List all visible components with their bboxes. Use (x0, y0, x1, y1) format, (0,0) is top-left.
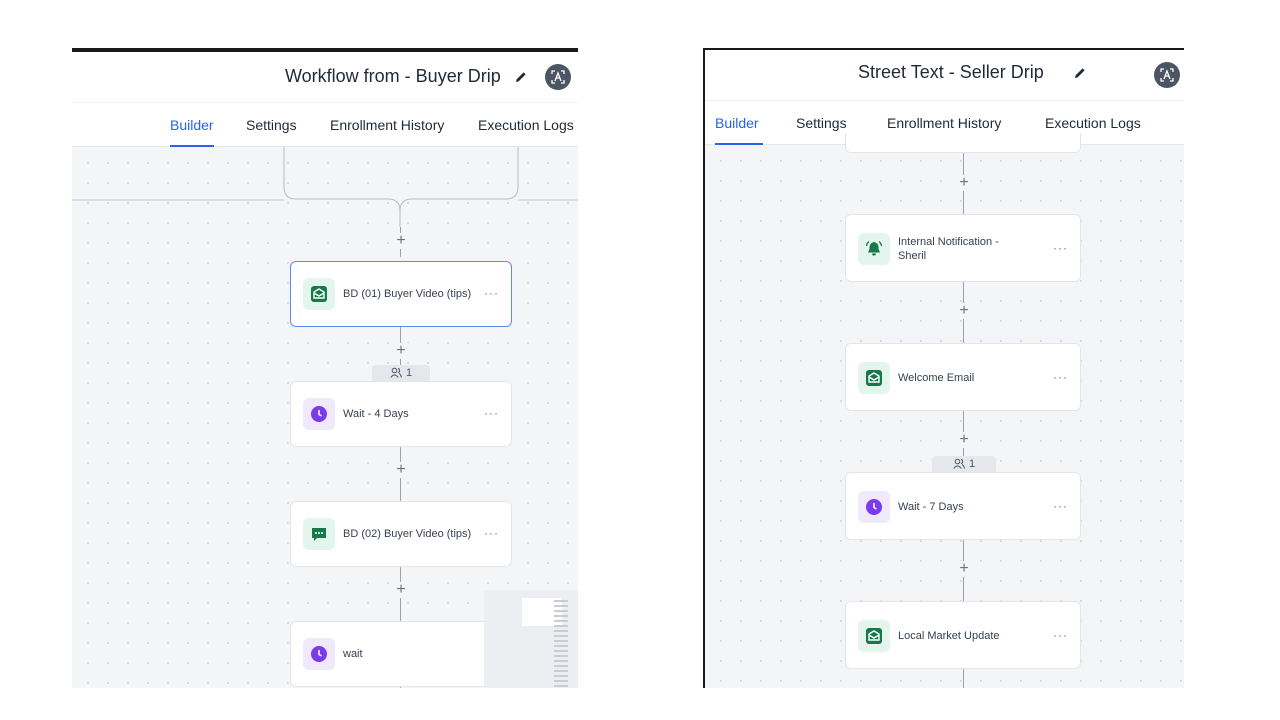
minimap-steps (554, 600, 568, 688)
workflow-panel-seller-drip: Street Text - Seller Drip Builder Settin… (703, 48, 1184, 688)
enrollment-count: 1 (405, 367, 413, 379)
add-step-plus[interactable]: + (393, 343, 409, 359)
clock-icon (303, 398, 335, 430)
node-more-menu[interactable]: ··· (1053, 370, 1068, 384)
workflow-tabs: Builder Settings Enrollment History Exec… (72, 102, 578, 147)
clock-icon (858, 491, 890, 523)
node-label: Wait - 7 Days (898, 501, 964, 513)
email-icon (858, 362, 890, 394)
edit-pencil-icon[interactable] (1073, 66, 1087, 80)
workflow-header: Street Text - Seller Drip (705, 50, 1184, 100)
node-label: BD (01) Buyer Video (tips) (343, 288, 472, 300)
tab-execution-logs[interactable]: Execution Logs (1045, 115, 1141, 131)
workflow-node[interactable]: BD (01) Buyer Video (tips) ··· (290, 261, 512, 327)
node-label: Wait - 4 Days (343, 408, 409, 420)
node-more-menu[interactable]: ··· (484, 286, 499, 300)
clock-icon (303, 638, 335, 670)
workflow-canvas[interactable]: + Internal Notification - Sheril ··· + W… (705, 133, 1184, 688)
node-more-menu[interactable]: ··· (484, 526, 499, 540)
add-step-plus[interactable]: + (393, 462, 409, 478)
users-icon (390, 367, 402, 378)
workflow-node[interactable]: wait (290, 621, 512, 687)
workflow-header: Workflow from - Buyer Drip (72, 52, 578, 102)
add-step-plus[interactable]: + (393, 582, 409, 598)
workflow-node-partial[interactable] (845, 133, 1081, 153)
tab-enrollment-history[interactable]: Enrollment History (887, 115, 1002, 131)
enrollment-count: 1 (968, 458, 976, 470)
edit-pencil-icon[interactable] (514, 70, 528, 84)
workflow-node[interactable]: Wait - 4 Days ··· (290, 381, 512, 447)
node-label: Internal Notification - Sheril (898, 236, 999, 262)
node-label: wait (343, 648, 363, 660)
active-tab-indicator (715, 143, 763, 145)
users-icon (953, 458, 965, 469)
add-step-plus[interactable]: + (956, 561, 972, 577)
tab-builder[interactable]: Builder (170, 117, 214, 133)
node-more-menu[interactable]: ··· (1053, 628, 1068, 642)
tab-settings[interactable]: Settings (246, 117, 297, 133)
node-more-menu[interactable]: ··· (484, 406, 499, 420)
tab-execution-logs[interactable]: Execution Logs (478, 117, 574, 133)
workflow-title: Street Text - Seller Drip (858, 62, 1044, 82)
branch-merge-connector (72, 147, 578, 227)
canvas-minimap[interactable] (484, 590, 578, 688)
email-icon (858, 620, 890, 652)
workflow-node[interactable]: BD (02) Buyer Video (tips) ··· (290, 501, 512, 567)
node-more-menu[interactable]: ··· (1053, 499, 1068, 513)
enrollment-count-badge[interactable]: 1 (372, 365, 430, 381)
email-icon (303, 278, 335, 310)
active-tab-indicator (170, 145, 214, 147)
workflow-node[interactable]: Internal Notification - Sheril ··· (845, 214, 1081, 282)
node-label: Welcome Email (898, 372, 975, 384)
assistant-avatar-icon[interactable] (1154, 62, 1180, 88)
node-label: BD (02) Buyer Video (tips) (343, 528, 472, 540)
enrollment-count-badge[interactable]: 1 (932, 456, 996, 472)
add-step-plus[interactable]: + (956, 175, 972, 191)
add-step-plus[interactable]: + (956, 303, 972, 319)
sms-icon (303, 518, 335, 550)
bell-icon (858, 233, 890, 265)
workflow-node[interactable]: Wait - 7 Days ··· (845, 472, 1081, 540)
tab-settings[interactable]: Settings (796, 115, 847, 131)
add-step-plus[interactable]: + (956, 432, 972, 448)
node-more-menu[interactable]: ··· (1053, 241, 1068, 255)
tab-builder[interactable]: Builder (715, 115, 759, 131)
assistant-avatar-icon[interactable] (545, 64, 571, 90)
tab-enrollment-history[interactable]: Enrollment History (330, 117, 445, 133)
add-step-plus[interactable]: + (393, 233, 409, 249)
workflow-node[interactable]: Local Market Update ··· (845, 601, 1081, 669)
workflow-node[interactable]: Welcome Email ··· (845, 343, 1081, 411)
workflow-panel-buyer-drip: Workflow from - Buyer Drip Builder Setti… (72, 48, 578, 688)
workflow-title: Workflow from - Buyer Drip (285, 66, 501, 86)
node-label: Local Market Update (898, 630, 1000, 642)
